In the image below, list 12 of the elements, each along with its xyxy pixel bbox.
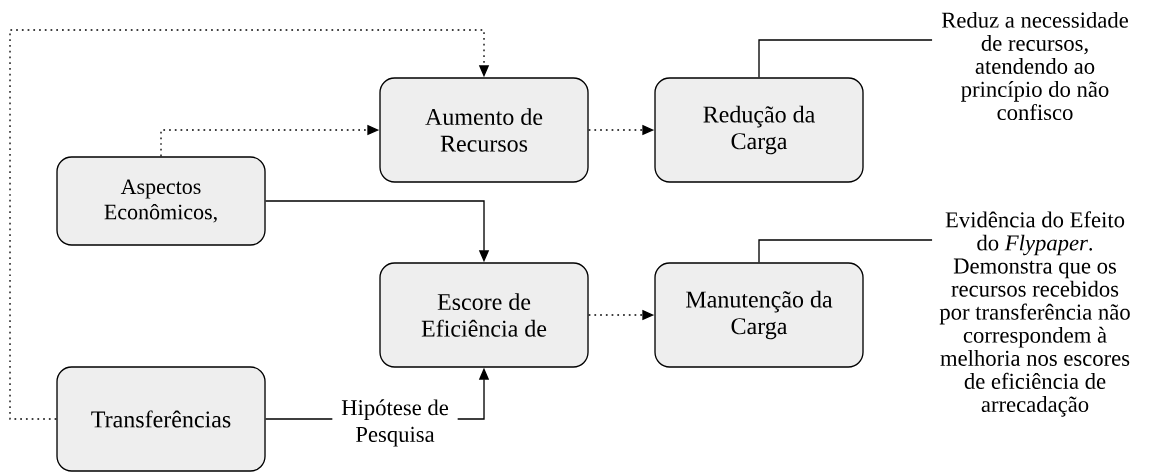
leader-line [758,239,933,263]
annotation-text: Evidência do Efeito do Flypaper. Demonstra que os recursos recebidos por transferência não correspondem à melhoria nos escores de eficiência de arrecadação [939,211,1130,417]
arrow [9,29,490,420]
process-box: Transferências [56,366,266,472]
process-box: Redução da Carga [654,77,864,183]
process-box: Aumento de Recursos [379,77,589,183]
leader-line [758,39,933,78]
process-box: Escore de Eficiência de [379,262,589,368]
process-box: Aspectos Econômicos, [56,156,266,246]
process-box: Manutenção da Carga [654,262,864,368]
edge-label: Hipótese de Pesquisa [332,398,458,448]
annotation-text: Reduz a necessidade de recursos, atendendo ao princípio do não confisco [941,11,1128,121]
